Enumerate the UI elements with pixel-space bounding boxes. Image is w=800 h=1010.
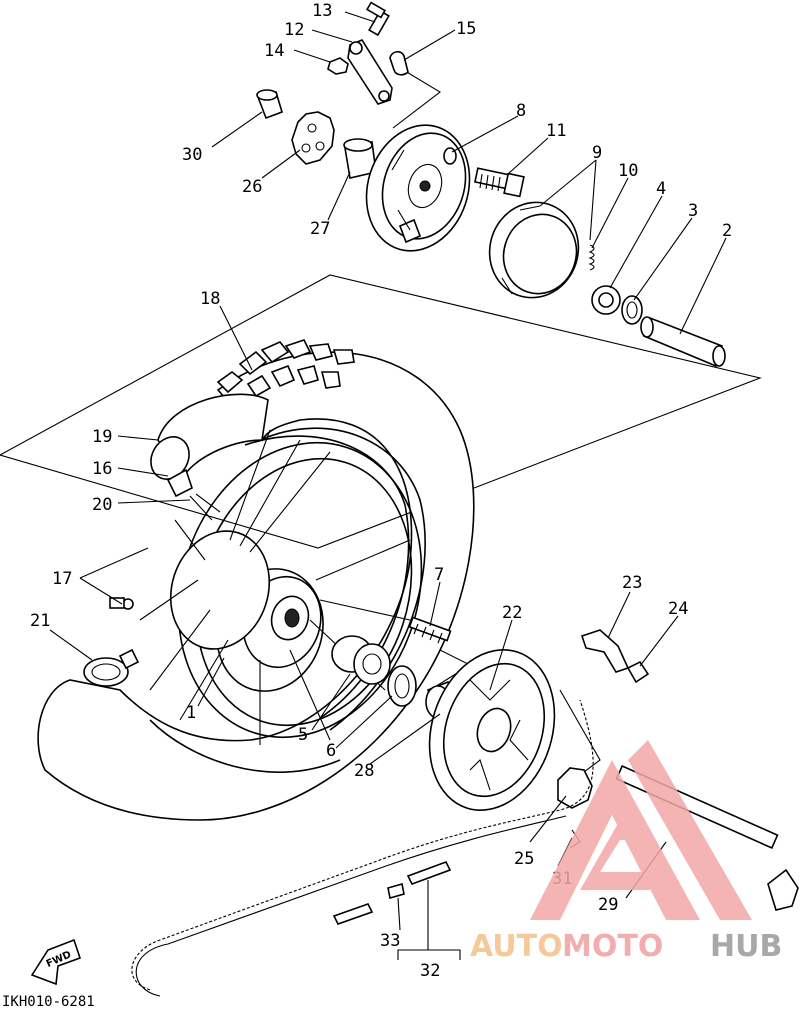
part-label-25: 25 <box>514 849 534 869</box>
part-label-7: 7 <box>434 565 444 585</box>
brake-arm-assembly <box>327 1 409 105</box>
part-label-9: 9 <box>592 143 602 163</box>
bearing-and-spacer-parts <box>588 244 726 368</box>
part-label-22: 22 <box>502 603 522 623</box>
part-label-3: 3 <box>688 201 698 221</box>
part-label-1: 1 <box>186 703 196 723</box>
stud-bolt <box>408 616 452 644</box>
part-label-26: 26 <box>242 177 262 197</box>
part-label-6: 6 <box>326 741 336 761</box>
part-label-20: 20 <box>92 495 112 515</box>
part-number-labels: 13 12 14 15 8 11 9 10 4 3 2 30 26 27 18 … <box>2 1 732 1010</box>
drive-chain <box>131 699 594 997</box>
diagram-code: IKH010-6281 <box>2 994 95 1010</box>
part-label-33: 33 <box>380 931 400 951</box>
part-label-23: 23 <box>622 573 642 593</box>
part-label-14: 14 <box>264 41 284 61</box>
forward-arrow-icon: FWD <box>30 938 82 986</box>
part-label-28: 28 <box>354 761 374 781</box>
part-label-10: 10 <box>618 161 638 181</box>
part-label-11: 11 <box>546 121 566 141</box>
rim-lock <box>83 648 140 687</box>
brake-shoes <box>488 201 580 299</box>
part-label-4: 4 <box>656 179 666 199</box>
watermark-triangle-icon <box>530 760 700 920</box>
part-label-30: 30 <box>182 145 202 165</box>
watermark-hub: HUB <box>710 929 782 964</box>
leader-lines <box>49 11 727 960</box>
part-label-12: 12 <box>284 20 304 40</box>
watermark-auto: AUTO <box>470 929 563 964</box>
rear-sprocket <box>428 649 556 811</box>
part-label-13: 13 <box>312 1 332 21</box>
small-parts-upper-left <box>256 89 377 179</box>
part-label-2: 2 <box>722 221 732 241</box>
part-label-32: 32 <box>420 961 440 981</box>
part-label-18: 18 <box>200 289 220 309</box>
rim-band-and-valve <box>150 393 269 521</box>
watermark-moto: MOTO <box>562 929 663 964</box>
rear-wheel-and-tire <box>37 339 475 821</box>
chain-guide <box>580 629 650 684</box>
part-label-5: 5 <box>298 725 308 745</box>
automotohub-watermark: AUTO MOTO HUB <box>470 740 782 964</box>
part-label-21: 21 <box>30 611 50 631</box>
part-label-27: 27 <box>310 219 330 239</box>
part-label-15: 15 <box>456 19 476 39</box>
part-label-29: 29 <box>598 895 618 915</box>
brake-camshaft <box>474 167 525 198</box>
part-label-17: 17 <box>52 569 72 589</box>
part-label-16: 16 <box>92 459 112 479</box>
brake-shoe-plate <box>365 124 471 252</box>
part-label-24: 24 <box>668 599 688 619</box>
part-label-8: 8 <box>516 101 526 121</box>
part-label-19: 19 <box>92 427 112 447</box>
